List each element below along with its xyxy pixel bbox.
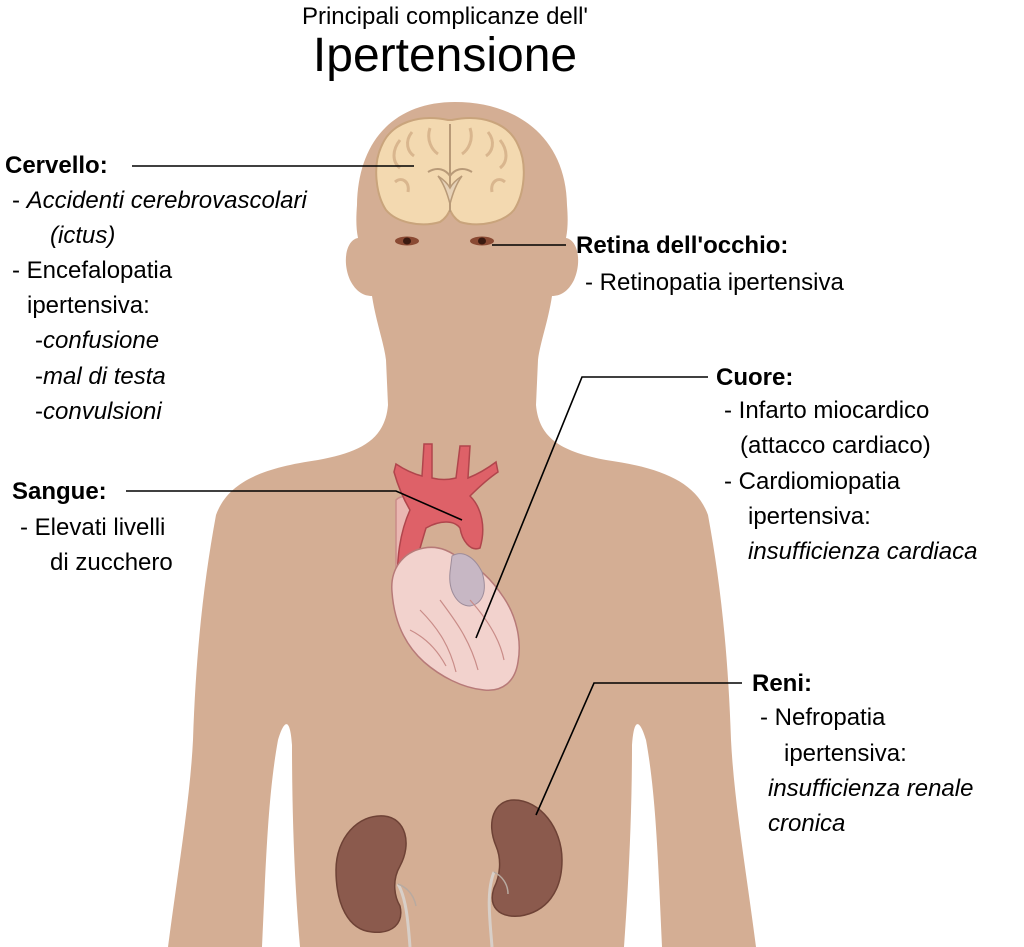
reni-leader [535, 682, 742, 816]
cervello-symptom-3: -convulsioni [35, 398, 162, 425]
eyes [395, 236, 494, 246]
cuore-leader [475, 376, 708, 639]
sangue-item-1-cont: di zucchero [50, 549, 173, 576]
kidneys [335, 799, 563, 947]
retina-item-1: - Retinopatia ipertensiva [585, 269, 844, 296]
diagram-title: Ipertensione [312, 29, 578, 82]
cuore-item-1-cont: (attacco cardiaco) [740, 432, 931, 459]
cuore-item-1: - Infarto miocardico [724, 397, 930, 424]
cervello-symptom-2: -mal di testa [35, 363, 166, 390]
cuore-item-2-cont: ipertensiva: [748, 503, 871, 530]
sangue-leader [126, 490, 463, 521]
reni-item-1: - Nefropatia [760, 704, 886, 731]
cervello-symptom-1: -confusione [35, 327, 160, 354]
diagram-subtitle: Principali complicanze dell' [301, 3, 589, 30]
reni-item-1-cont: ipertensiva: [784, 740, 907, 767]
heart [391, 443, 520, 691]
leader-lines [126, 165, 742, 816]
cuore-heading: Cuore: [716, 364, 794, 391]
cuore-item-2-detail: insufficienza cardiaca [748, 538, 978, 565]
cervello-item-1: - Accidenti cerebrovascolari [12, 187, 307, 214]
cervello-item-2: - Encefalopatia [12, 257, 173, 284]
brain [375, 117, 525, 226]
cuore-item-2: - Cardiomiopatia [724, 468, 901, 495]
cervello-item-1-cont: (ictus) [50, 222, 116, 249]
cervello-heading: Cervello: [5, 152, 108, 179]
sangue-item-1: - Elevati livelli [20, 514, 166, 541]
sangue-heading: Sangue: [12, 478, 107, 505]
cervello-item-2-cont: ipertensiva: [27, 292, 150, 319]
retina-heading: Retina dell'occhio: [576, 232, 789, 259]
reni-item-1-detail: insufficienza renale [768, 775, 974, 802]
reni-item-1-detail-cont: cronica [768, 810, 846, 837]
reni-heading: Reni: [752, 670, 812, 697]
